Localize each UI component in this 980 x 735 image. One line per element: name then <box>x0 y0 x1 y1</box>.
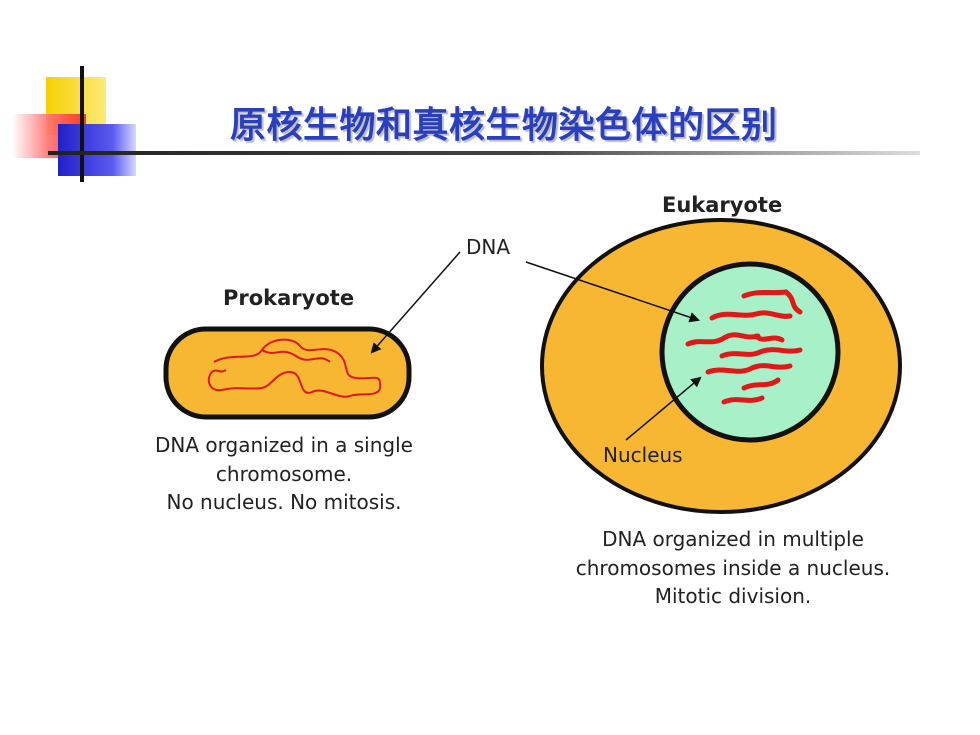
decorative-logo-icon <box>12 66 136 182</box>
dna-label: DNA <box>466 235 510 259</box>
eukaryote-caption: DNA organized in multiple chromosomes in… <box>576 527 890 608</box>
prokaryote-cell <box>163 326 412 420</box>
prokaryote-title: Prokaryote <box>223 286 354 310</box>
eukaryote-cell <box>540 218 902 514</box>
eukaryote-caption-line: Mitotic division. <box>655 584 812 608</box>
title-rule <box>48 151 920 155</box>
dna-arrow-prokaryote <box>370 251 461 354</box>
eukaryote-title: Eukaryote <box>662 193 782 217</box>
nucleus-label: Nucleus <box>603 443 683 467</box>
prokaryote-caption: DNA organized in a single chromosome. No… <box>155 433 413 514</box>
slide-title: 原核生物和真核生物染色体的区别 <box>230 104 778 146</box>
prokaryote-caption-line: No nucleus. No mitosis. <box>167 490 402 514</box>
prokaryote-caption-line: chromosome. <box>216 462 352 486</box>
nucleus-arrow <box>625 376 702 441</box>
prokaryote-caption-line: DNA organized in a single <box>155 433 413 457</box>
dna-arrow-eukaryote <box>525 261 700 323</box>
eukaryote-chromosomes <box>685 289 803 405</box>
eukaryote-caption-line: chromosomes inside a nucleus. <box>576 556 890 580</box>
prokaryote-dna-loop <box>207 338 382 398</box>
eukaryote-caption-line: DNA organized in multiple <box>602 527 864 551</box>
